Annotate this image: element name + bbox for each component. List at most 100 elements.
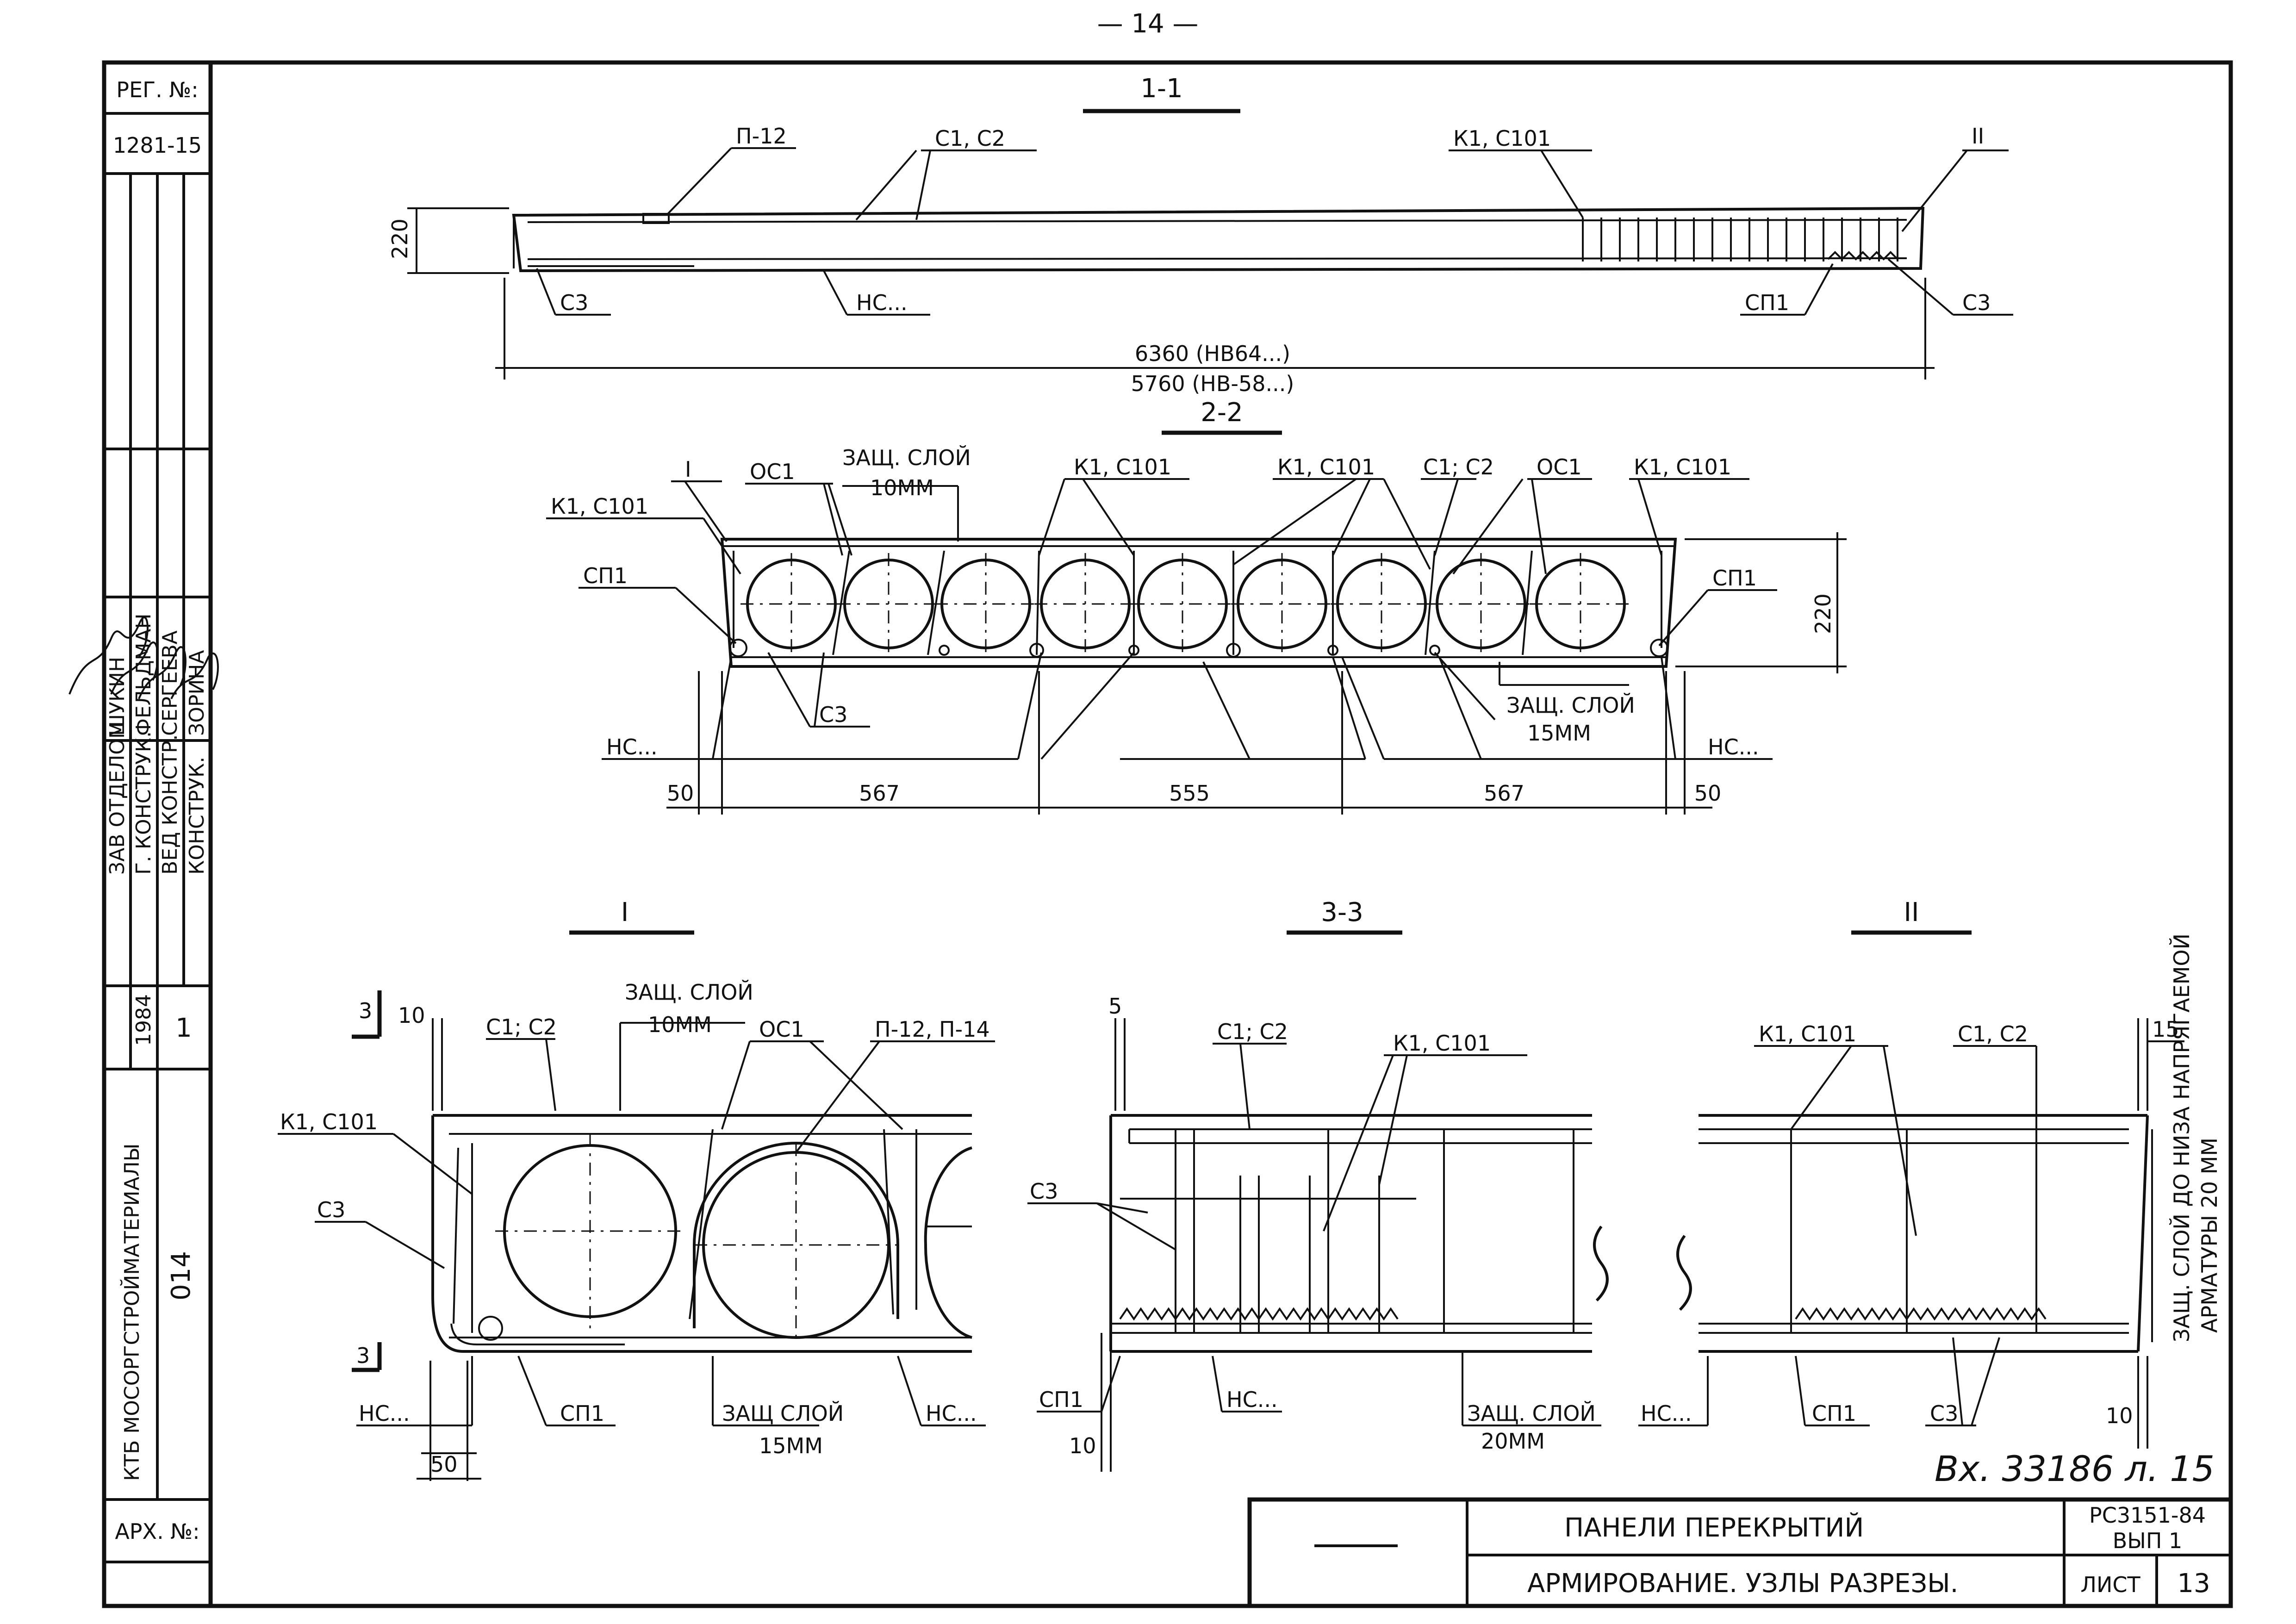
section-2-height: 220 — [1811, 593, 1836, 634]
detail-2-title: II — [1904, 897, 1919, 927]
callout-c3: С3 — [1030, 1179, 1058, 1204]
callout-c3: С3 — [1930, 1401, 1958, 1426]
cover-top-label: ЗАЩ. СЛОЙ — [625, 980, 753, 1005]
sheet-frame — [102, 60, 2233, 1608]
callout-hc-left: НС... — [606, 734, 658, 759]
dim-10: 10 — [398, 1003, 425, 1028]
cover-bot-value: 15ММ — [759, 1433, 823, 1458]
callout-hc: НС... — [1226, 1387, 1278, 1412]
callout-k1-a: К1, С101 — [1074, 454, 1171, 479]
title-block: ПАНЕЛИ ПЕРЕКРЫТИЙ АРМИРОВАНИЕ. УЗЛЫ РАЗР… — [1247, 1497, 2233, 1608]
cover-top-label: ЗАЩ. СЛОЙ — [842, 445, 971, 470]
staff-role-3: ВЕД КОНСТР. — [158, 734, 182, 875]
dim-567-right: 567 — [1484, 781, 1524, 806]
cover-bot-label: ЗАЩ. СЛОЙ — [1506, 693, 1635, 718]
detail-1-title: I — [621, 897, 629, 927]
cover-label: ЗАЩ. СЛОЙ — [1467, 1401, 1596, 1426]
incoming-stamp-note: Вх. 33186 л. 15 — [1935, 1448, 2215, 1489]
title-block-code: РС3151-84 — [2089, 1503, 2206, 1528]
dim-555: 555 — [1169, 781, 1210, 806]
title-block-title: ПАНЕЛИ ПЕРЕКРЫТИЙ — [1564, 1512, 1864, 1543]
callout-c1c2: С1, С2 — [935, 126, 1005, 151]
section-2-title: 2-2 — [1201, 398, 1243, 428]
dim-10: 10 — [2106, 1403, 2133, 1428]
archive-label: АРХ. №: — [115, 1519, 199, 1544]
stage: 1 — [175, 1013, 192, 1043]
length-nv64: 6360 (НВ64...) — [1135, 341, 1290, 366]
section-3-title: 3-3 — [1321, 897, 1363, 927]
callout-c1c2: С1; С2 — [1217, 1019, 1288, 1044]
callout-k1-c101: К1, С101 — [1393, 1031, 1491, 1056]
dim-50-left: 50 — [667, 781, 694, 806]
staff-role-4: КОНСТРУК. — [185, 757, 209, 875]
callout-k1-c101: К1, С101 — [1453, 126, 1551, 151]
reg-label: РЕГ. №: — [116, 77, 198, 102]
page-number: — 14 — — [1097, 9, 1199, 39]
callout-c3: С3 — [317, 1197, 345, 1222]
reg-number: 1281-15 — [113, 133, 202, 158]
callout-hc-right: НС... — [1708, 734, 1759, 759]
staff-name-2: ФЕЛЬДМАН — [132, 614, 156, 736]
web-bars — [729, 550, 1668, 658]
detail-node-1: I 3 3 10 С1; С2 — [278, 897, 995, 1481]
sheet-number: 13 — [2177, 1568, 2210, 1599]
callout-sp1: СП1 — [1039, 1387, 1083, 1412]
cover-top-value: 10ММ — [870, 475, 934, 500]
callout-sp1: СП1 — [1812, 1401, 1856, 1426]
callout-hc: НС... — [359, 1401, 410, 1426]
section-1-height: 220 — [387, 218, 412, 259]
callout-c3: С3 — [819, 702, 847, 727]
dim-10: 10 — [1069, 1433, 1096, 1458]
section-2-2: 2-2 — [546, 398, 1847, 815]
callout-sp1: СП1 — [560, 1401, 604, 1426]
callout-oc1-b: ОС1 — [1537, 454, 1582, 479]
detail-1-cut-top: 3 — [359, 998, 372, 1023]
callout-k1-b: К1, С101 — [1277, 454, 1375, 479]
callout-k1-c101: К1, С101 — [280, 1109, 378, 1134]
section-1-1: 1-1 — [387, 74, 2013, 396]
callout-sp1: СП1 — [1745, 290, 1789, 315]
vertical-note-2: АРМАТУРЫ 20 ММ — [2197, 1138, 2222, 1333]
callout-k1-c101: К1, С101 — [1759, 1021, 1856, 1046]
project-code: 014 — [166, 1251, 196, 1300]
section-1-title: 1-1 — [1140, 74, 1182, 104]
callout-c1c2: С1; С2 — [1423, 454, 1494, 479]
dim-567-left: 567 — [859, 781, 900, 806]
callout-c1c2: С1; С2 — [486, 1014, 557, 1039]
callout-p12: П-12 — [736, 124, 787, 149]
detail-1-cut-bottom: 3 — [356, 1343, 370, 1368]
detail-node-2: II К1, С101 С1, С2 15 НС... СП1 — [1638, 897, 2222, 1449]
stirrups-2 — [1790, 1129, 2047, 1333]
org-name: КТБ МОСОРГСТРОЙМАТЕРИАЛЫ — [119, 1144, 144, 1481]
callout-sp1-left: СП1 — [583, 563, 628, 588]
callout-hc: НС... — [856, 290, 908, 315]
callout-p12-p14: П-12, П-14 — [875, 1017, 990, 1042]
title-block-subtitle: АРМИРОВАНИЕ. УЗЛЫ РАЗРЕЗЫ. — [1527, 1568, 1958, 1599]
cover-top-value: 10ММ — [648, 1012, 712, 1037]
cover-value: 20ММ — [1481, 1429, 1545, 1454]
sidebar: РЕГ. №: 1281-15 ЗАВ ОТДЕЛОМ Г. КОНСТРУК.… — [68, 77, 219, 1563]
cover-bot-label: ЗАЩ СЛОЙ — [722, 1401, 844, 1426]
length-nv58: 5760 (НВ-58...) — [1131, 371, 1294, 396]
callout-k1-left: К1, С101 — [551, 494, 648, 519]
callout-node-2: II — [1972, 124, 1984, 149]
hollow-cores — [740, 553, 1631, 655]
callout-oc1-a: ОС1 — [750, 459, 795, 484]
section-3-3: 3-3 5 С1; С2 К — [1027, 897, 1609, 1472]
staff-name-1: ШУКИН — [106, 657, 129, 736]
dim-15: 15 — [2152, 1017, 2179, 1042]
year: 1984 — [132, 994, 156, 1046]
callout-sp1-right: СП1 — [1712, 566, 1757, 591]
stirrups-1-1 — [1582, 218, 1898, 261]
vertical-note-1: ЗАЩ. СЛОЙ ДО НИЗА НАПРЯГАЕМОЙ — [2169, 933, 2194, 1342]
callout-node-1: I — [685, 457, 691, 482]
callout-k1-c: К1, С101 — [1634, 454, 1731, 479]
sheet-label: ЛИСТ — [2080, 1572, 2140, 1597]
callout-hc-right: НС... — [926, 1401, 977, 1426]
dim-50: 50 — [430, 1452, 458, 1477]
dim-50-right: 50 — [1694, 781, 1722, 806]
staff-role-2: Г. КОНСТРУК. — [132, 731, 156, 875]
callout-hc: НС... — [1641, 1401, 1692, 1426]
staff-name-3: СЕРГЕЕВА — [158, 630, 182, 736]
